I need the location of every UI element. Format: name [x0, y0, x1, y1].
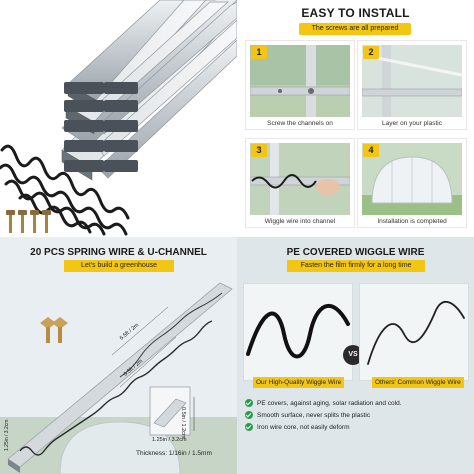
others-wire-image: [359, 283, 469, 381]
thickness-label: Thickness: 1/16in / 1.5mm: [136, 450, 212, 457]
contents-subtitle: Let's build a greenhouse: [64, 260, 174, 272]
install-title: EASY TO INSTALL: [301, 6, 410, 20]
screw-icon: [40, 317, 68, 343]
step-number-badge: 4: [363, 144, 379, 157]
u-channel: [7, 282, 233, 473]
step-number-badge: 2: [363, 46, 379, 59]
screw-icon: [6, 210, 51, 233]
compare-subtitle: Fasten the film firmly for a long time: [287, 260, 425, 272]
ours-label: Our High-Quality Wiggle Wire: [253, 377, 345, 388]
step-caption: Layer on your plastic: [382, 120, 442, 127]
channel-end-profiles: [64, 82, 138, 172]
feature-list: PE covers, against aging, solar radiatio…: [245, 399, 425, 435]
install-step-3: 3 Wiggle wire into channel: [245, 138, 355, 228]
feature-item: PE covers, against aging, solar radiatio…: [245, 399, 425, 407]
channel-height-label: 0.5in / 1.2cm: [180, 407, 186, 439]
wiggle-wire-coil: [0, 144, 130, 236]
install-step-2: 2 Layer on your plastic: [357, 40, 467, 130]
contents-illustration: [0, 282, 237, 474]
vs-badge: VS: [343, 345, 363, 365]
contents-title: 20 PCS SPRING WIRE & U-CHANNEL: [30, 247, 207, 258]
check-icon: [245, 399, 253, 407]
step-caption: Wiggle wire into channel: [264, 218, 336, 225]
install-subtitle: The screws are all prepared: [299, 23, 411, 35]
step-caption: Installation is completed: [377, 218, 447, 225]
u-channel-stack: [61, 0, 237, 181]
install-panel: EASY TO INSTALL The screws are all prepa…: [237, 0, 474, 237]
spring-wire: [19, 320, 213, 456]
channel-profile-detail: [149, 386, 195, 436]
step-number-badge: 3: [251, 144, 267, 157]
ours-wire-image: [243, 283, 353, 381]
comparison-panel: PE COVERED WIGGLE WIRE Fasten the film f…: [237, 237, 474, 474]
install-step-1: 1 Screw the channels on: [245, 40, 355, 130]
install-step-4: 4 Installation is completed: [357, 138, 467, 228]
compare-title: PE COVERED WIGGLE WIRE: [286, 247, 425, 258]
check-icon: [245, 423, 253, 431]
step-caption: Screw the channels on: [267, 120, 333, 127]
feature-item: Smooth surface, never splits the plastic: [245, 411, 425, 419]
end-width-label: 1.25in / 3.2cm: [4, 419, 10, 451]
product-photo-panel: [0, 0, 237, 237]
contents-panel: 20 PCS SPRING WIRE & U-CHANNEL Let's bui…: [0, 237, 237, 474]
check-icon: [245, 411, 253, 419]
others-label: Others' Common Wiggle Wire: [372, 377, 464, 388]
step-number-badge: 1: [251, 46, 267, 59]
channel-width-label: 1.25in / 3.2cm: [152, 437, 187, 443]
feature-item: Iron wire core, not easily deform: [245, 423, 425, 431]
channels-and-wire-illustration: [0, 0, 237, 236]
